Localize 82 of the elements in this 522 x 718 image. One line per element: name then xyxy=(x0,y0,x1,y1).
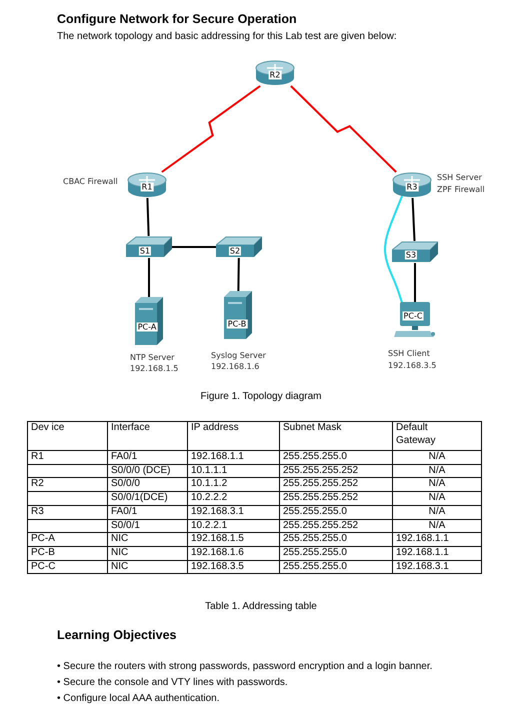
table-cell: 192.168.3.1 xyxy=(188,505,280,520)
table-cell: 10.2.2.2 xyxy=(188,492,280,506)
table-cell: IP address xyxy=(188,422,280,450)
bullet-item: • Secure the console and VTY lines with passwords. xyxy=(57,676,289,690)
table-cell: Interface xyxy=(108,422,188,450)
table-cell: N/A xyxy=(392,464,482,478)
bullet-item: • Configure local AAA authentication. xyxy=(57,692,220,706)
intro-text: The network topology and basic addressing for this Lab test are given below: xyxy=(57,31,397,42)
table-cell: 255.255.255.252 xyxy=(280,478,392,492)
table-cell: Dev ice xyxy=(28,422,108,450)
device-caption: Syslog Server xyxy=(211,350,266,362)
bullet-item: • Secure the routers with strong passwords, password encryption and a login banner. xyxy=(57,660,432,674)
device-caption: CBAC Firewall xyxy=(63,176,118,188)
table-cell: 192.168.1.6 xyxy=(188,546,280,560)
table-cell: NIC xyxy=(108,560,188,574)
device-caption: SSH Client xyxy=(388,348,430,360)
table-cell: 255.255.255.0 xyxy=(280,560,392,574)
device-label: S1 xyxy=(138,246,152,256)
table-cell: 192.168.1.1 xyxy=(188,450,280,464)
device-caption: NTP Server xyxy=(130,352,174,364)
table-cell: N/A xyxy=(392,492,482,506)
table-cell: NIC xyxy=(108,546,188,560)
table-cell: FA0/1 xyxy=(108,450,188,464)
table-cell: S0/0/1 xyxy=(108,519,188,533)
table-cell: 255.255.255.252 xyxy=(280,519,392,533)
device-label: R2 xyxy=(268,70,282,80)
table-cell: 192.168.3.1 xyxy=(392,560,482,574)
table-cell: PC-B xyxy=(28,546,108,560)
serial-link xyxy=(161,85,261,173)
table-cell: 10.2.2.1 xyxy=(188,519,280,533)
device-label: R3 xyxy=(406,182,418,192)
table-cell: R2 xyxy=(28,478,108,492)
table-cell: 255.255.255.252 xyxy=(280,492,392,506)
table-cell: 10.1.1.1 xyxy=(188,464,280,478)
device-caption: ZPF Firewall xyxy=(437,184,485,196)
device-caption: 192.168.1.6 xyxy=(211,361,260,373)
table-cell: N/A xyxy=(392,519,482,533)
table-cell: S0/0/0 xyxy=(108,478,188,492)
table-cell: NIC xyxy=(108,532,188,546)
table-cell: 10.1.1.2 xyxy=(188,478,280,492)
table-cell: 255.255.255.0 xyxy=(280,532,392,546)
table-cell: 192.168.1.1 xyxy=(392,532,482,546)
section-heading: Learning Objectives xyxy=(57,628,176,642)
device-label: R1 xyxy=(140,182,154,192)
table-cell: Subnet Mask xyxy=(280,422,392,450)
ethernet-link xyxy=(414,263,416,302)
ethernet-link xyxy=(148,258,150,297)
table-cell: R1 xyxy=(28,450,108,464)
table-cell: 255.255.255.0 xyxy=(280,450,392,464)
device-caption: 192.168.1.5 xyxy=(130,363,178,375)
device-label: S3 xyxy=(404,250,418,260)
ethernet-link xyxy=(146,198,150,236)
device-caption: 192.168.3.5 xyxy=(388,360,436,372)
device-label: PC-C xyxy=(402,312,424,320)
ethernet-link xyxy=(237,258,240,292)
table-cell: 192.168.3.5 xyxy=(188,560,280,574)
figure-caption: Figure 1. Topology diagram xyxy=(200,391,322,402)
table-cell: PC-C xyxy=(28,560,108,574)
table-cell: 192.168.1.5 xyxy=(188,532,280,546)
table-cell: N/A xyxy=(392,505,482,520)
table-caption: Table 1. Addressing table xyxy=(204,601,318,612)
table-cell: R3 xyxy=(28,505,108,520)
table-cell: 255.255.255.0 xyxy=(280,505,392,520)
ethernet-link xyxy=(412,198,416,242)
title: Configure Network for Secure Operation xyxy=(57,12,297,26)
table-cell: N/A xyxy=(392,450,482,464)
table-cell: Default Gateway xyxy=(392,422,482,450)
device-label: PC-B xyxy=(226,320,248,328)
table-cell: 255.255.255.252 xyxy=(280,464,392,478)
table-cell: N/A xyxy=(392,478,482,492)
device-caption: SSH Server xyxy=(437,172,482,184)
device-label: S2 xyxy=(228,246,242,256)
table-cell: 255.255.255.0 xyxy=(280,546,392,560)
ethernet-link xyxy=(172,246,216,248)
console-cable xyxy=(384,196,403,304)
serial-link xyxy=(290,85,397,173)
table-cell: PC-A xyxy=(28,532,108,546)
table-cell: 192.168.1.1 xyxy=(392,546,482,560)
table-cell: S0/0/1(DCE) xyxy=(108,492,188,506)
table-cell: S0/0/0 (DCE) xyxy=(108,464,188,478)
table-cell: FA0/1 xyxy=(108,505,188,520)
device-label: PC-A xyxy=(136,322,158,332)
